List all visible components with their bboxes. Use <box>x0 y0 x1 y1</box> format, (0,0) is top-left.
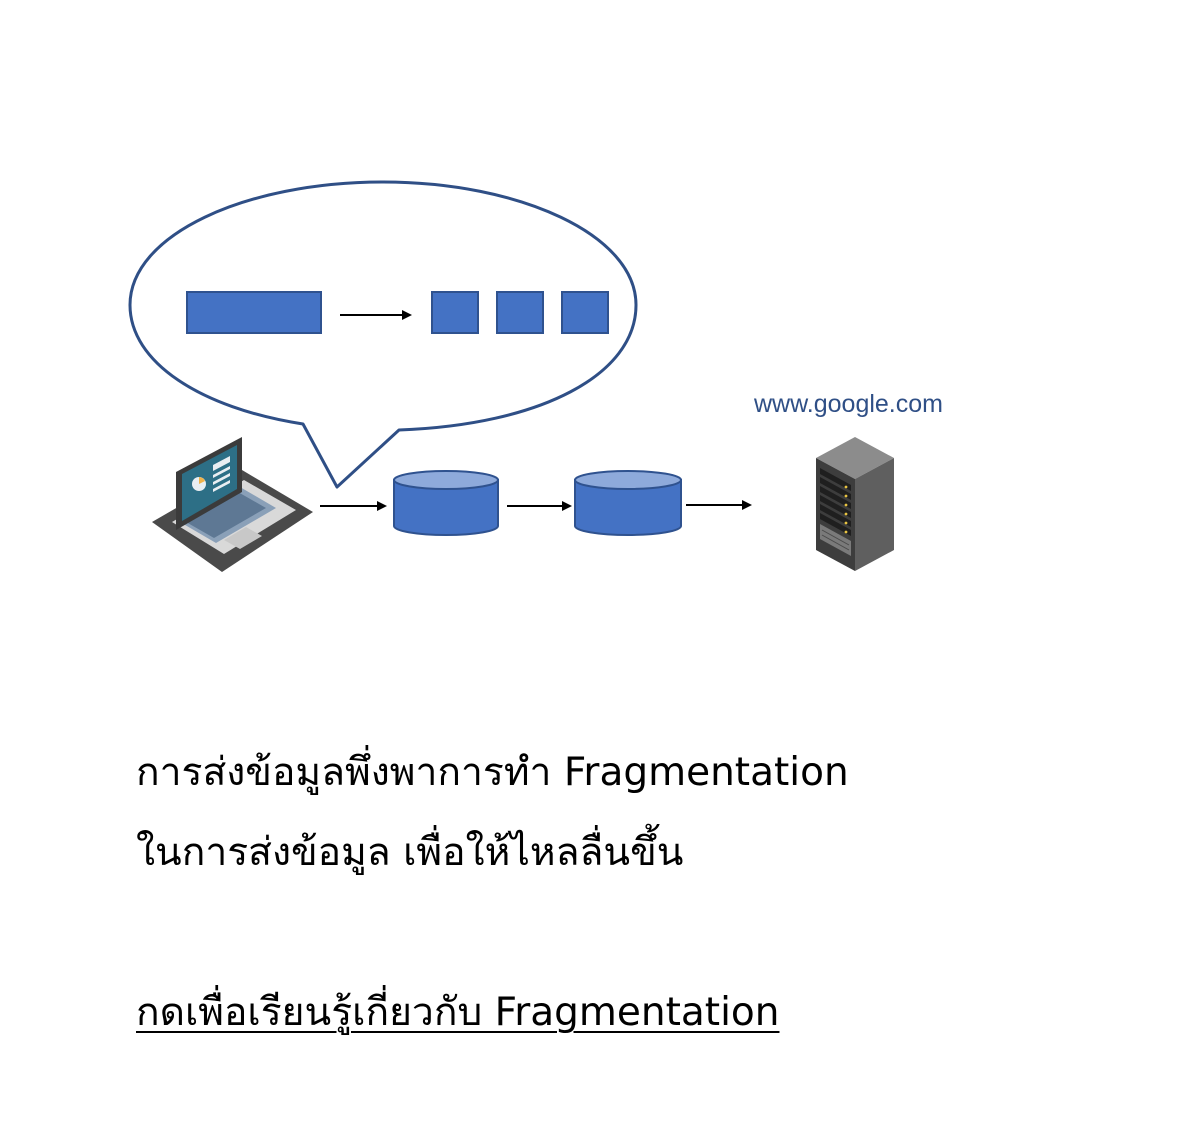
description-line-2: ในการส่งข้อมูล เพื่อให้ไหลลื่นขึ้น <box>136 830 684 875</box>
fragment-3 <box>561 291 609 334</box>
network-node-1 <box>393 470 499 536</box>
whole-packet <box>186 291 322 334</box>
server-rack-icon <box>816 437 894 571</box>
fragmentation-diagram <box>128 180 894 572</box>
server-label: www.google.com <box>754 390 943 418</box>
learn-fragmentation-link[interactable]: กดเพื่อเรียนรู้เกี่ยวกับ Fragmentation <box>136 990 780 1035</box>
laptop-icon <box>152 437 313 572</box>
speech-bubble <box>128 180 638 489</box>
network-node-2 <box>574 470 682 536</box>
fragment-1 <box>431 291 479 334</box>
fragment-2 <box>496 291 544 334</box>
description-line-1: การส่งข้อมูลพึ่งพาการทำ Fragmentation <box>136 750 849 795</box>
